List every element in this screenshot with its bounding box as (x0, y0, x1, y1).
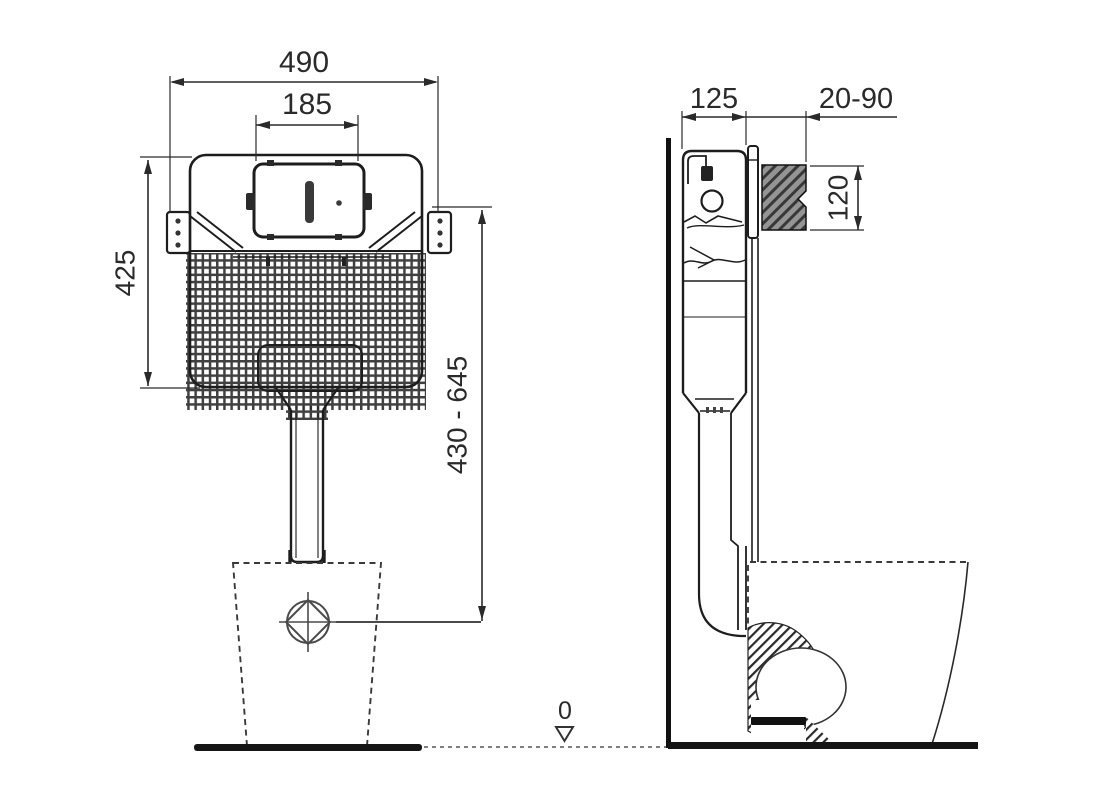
dim-depth: 125 (681, 83, 747, 149)
bowl-outline-front (231, 562, 383, 747)
mesh-texture (186, 253, 426, 410)
flush-pipe-end-collar (288, 550, 326, 563)
strut-right (368, 211, 423, 253)
bracket-hole (437, 218, 443, 224)
collar-tick (713, 407, 716, 413)
tank-front-outline (188, 153, 424, 389)
mounting-bracket-right (426, 210, 453, 255)
dim-height-outlet-range-label: 430 - 645 (441, 356, 472, 474)
dim-wall-finish-range-label: 20-90 (819, 83, 893, 115)
mesh-texture-funnel (286, 406, 328, 420)
dim-wall-finish-range: 20-90 (746, 83, 897, 162)
floor-line-right (668, 742, 978, 749)
tank-sump-outline (257, 344, 363, 392)
tank-funnel (275, 387, 339, 411)
flush-pipe-inner-walls (295, 413, 319, 558)
seam-clip-right (342, 257, 346, 266)
dim-height-outlet-range: 430 - 645 (432, 206, 492, 621)
wall-line (666, 138, 671, 748)
panel-tab-top-right (335, 160, 342, 166)
panel-tab-bottom-left (267, 234, 274, 240)
soil-elbow (747, 622, 847, 746)
collar-tick (706, 407, 709, 413)
side-view: 125 20-90 120 (666, 83, 978, 749)
dim-height-tank-label: 425 (109, 250, 140, 297)
dim-width-access-panel: 185 (255, 88, 359, 161)
dim-depth-label: 125 (690, 83, 738, 115)
floor-datum: 0 (554, 697, 575, 743)
dim-height-tank: 425 (109, 156, 200, 389)
mounting-bracket-left (165, 210, 192, 255)
frame-channel (751, 238, 759, 562)
bracket-hole (175, 230, 181, 236)
panel-pin-dot (336, 200, 342, 206)
center-mark-icon (279, 592, 337, 652)
dim-width-access-panel-label: 185 (282, 88, 332, 121)
flush-pipe-side-sleeve (730, 413, 747, 630)
dim-block-height-label: 120 (822, 175, 853, 222)
front-view: 490 185 425 430 - 645 (109, 46, 666, 751)
panel-tab-top-left (267, 160, 274, 166)
panel-keyhole-slot (305, 181, 314, 223)
panel-ear-right (363, 193, 372, 210)
datum-label: 0 (558, 697, 572, 725)
flush-pipe-side (697, 413, 746, 638)
seam-clip-left (266, 257, 270, 266)
pushrod-housing (747, 145, 759, 239)
collar-tick (720, 407, 723, 413)
bracket-hole (175, 218, 181, 224)
floor-line-left (194, 744, 422, 751)
panel-tab-bottom-right (335, 234, 342, 240)
cistern-side-outline (681, 149, 748, 393)
panel-ear-left (246, 193, 255, 210)
bracket-hole (437, 242, 443, 248)
bracket-hole (437, 230, 443, 236)
outlet-stub (751, 717, 806, 725)
datum-triangle-icon (554, 726, 575, 743)
dim-block-height: 120 (810, 165, 864, 231)
finished-wall-block (761, 164, 807, 231)
bowl-outline-side-right (931, 561, 969, 745)
fill-valve-mechanism (683, 155, 746, 318)
strut-left (189, 211, 244, 253)
dim-width-total-label: 490 (279, 46, 329, 79)
cistern-side-taper (682, 392, 747, 414)
bracket-hole (175, 242, 181, 248)
dim-width-total: 490 (169, 46, 439, 212)
